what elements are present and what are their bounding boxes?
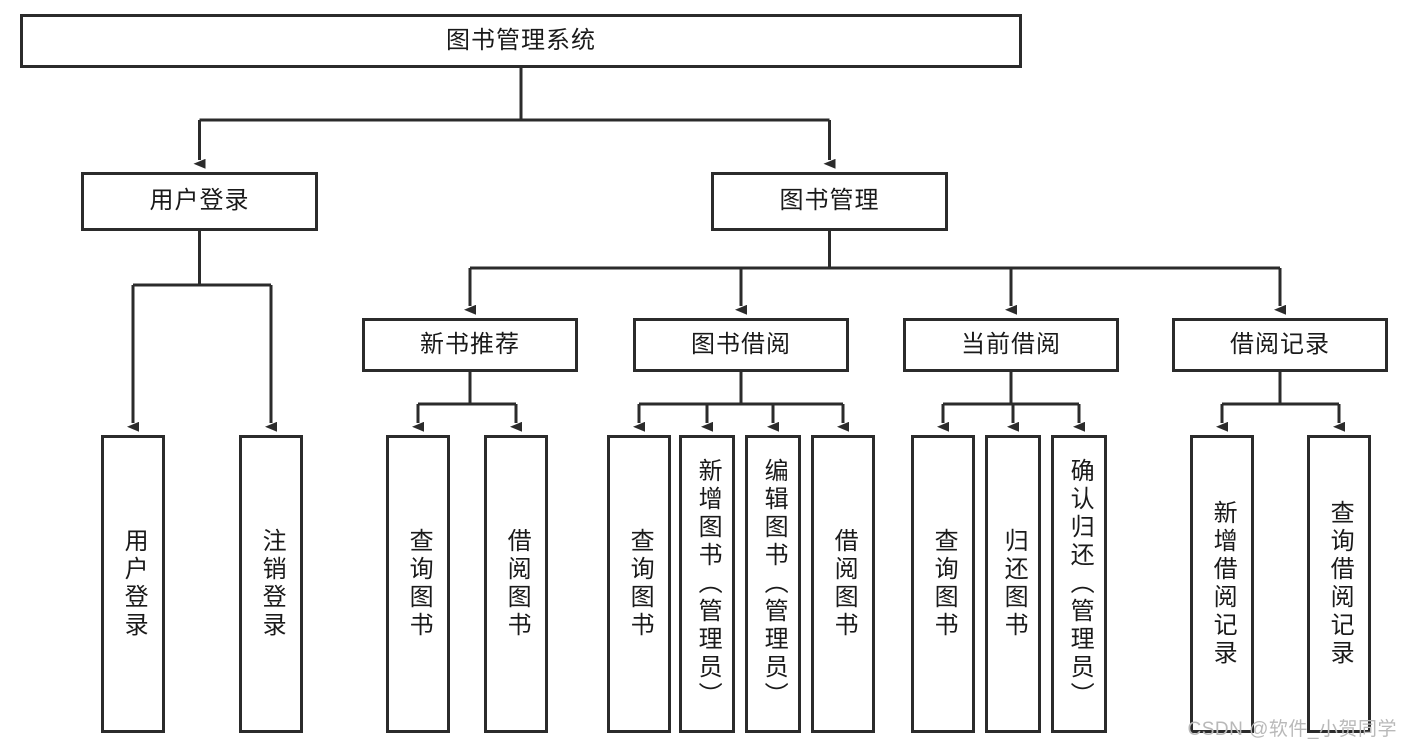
node-leaf-confirm-return-admin-label: 确认归还（管理员） (1066, 458, 1094, 710)
node-book-management-label: 图书管理 (779, 187, 880, 215)
node-leaf-edit-book-admin[interactable]: 编辑图书（管理员） (745, 435, 801, 733)
node-title-system[interactable]: 图书管理系统 (20, 14, 1022, 68)
node-leaf-borrow-book-recommend-label: 借阅图书 (503, 528, 531, 640)
node-leaf-query-book-recommend-label: 查询图书 (405, 528, 433, 640)
node-leaf-query-book-current-label: 查询图书 (930, 528, 958, 640)
node-book-borrow[interactable]: 图书借阅 (633, 318, 849, 372)
node-current-borrow-label: 当前借阅 (961, 330, 1061, 358)
node-leaf-add-book-admin-label: 新增图书（管理员） (694, 458, 722, 710)
node-book-management[interactable]: 图书管理 (711, 172, 948, 231)
node-leaf-return-book[interactable]: 归还图书 (985, 435, 1041, 733)
node-new-book-recommend[interactable]: 新书推荐 (362, 318, 578, 372)
node-user-login[interactable]: 用户登录 (81, 172, 318, 231)
node-leaf-borrow-book-recommend[interactable]: 借阅图书 (484, 435, 548, 733)
node-leaf-add-borrow-record-label: 新增借阅记录 (1209, 500, 1237, 668)
node-leaf-query-book-borrow-label: 查询图书 (626, 528, 654, 640)
node-leaf-edit-book-admin-label: 编辑图书（管理员） (760, 458, 788, 710)
node-current-borrow[interactable]: 当前借阅 (903, 318, 1119, 372)
node-leaf-query-borrow-record-label: 查询借阅记录 (1326, 500, 1354, 668)
watermark-text: CSDN @软件_小贺同学 (1187, 719, 1397, 740)
node-user-login-label: 用户登录 (149, 187, 250, 215)
node-leaf-add-borrow-record[interactable]: 新增借阅记录 (1190, 435, 1254, 733)
node-leaf-query-book-current[interactable]: 查询图书 (911, 435, 975, 733)
node-leaf-borrow-book-label: 借阅图书 (830, 528, 858, 640)
node-leaf-confirm-return-admin[interactable]: 确认归还（管理员） (1051, 435, 1107, 733)
node-leaf-logout-login-label: 注销登录 (258, 528, 286, 640)
node-leaf-query-book-recommend[interactable]: 查询图书 (386, 435, 450, 733)
node-leaf-return-book-label: 归还图书 (1000, 528, 1028, 640)
node-borrow-record[interactable]: 借阅记录 (1172, 318, 1388, 372)
node-leaf-user-login-label: 用户登录 (120, 528, 148, 640)
node-leaf-query-book-borrow[interactable]: 查询图书 (607, 435, 671, 733)
node-borrow-record-label: 借阅记录 (1230, 330, 1330, 358)
node-book-borrow-label: 图书借阅 (691, 330, 791, 358)
node-leaf-query-borrow-record[interactable]: 查询借阅记录 (1307, 435, 1371, 733)
node-leaf-user-login[interactable]: 用户登录 (101, 435, 165, 733)
node-new-book-recommend-label: 新书推荐 (420, 330, 520, 358)
node-leaf-borrow-book[interactable]: 借阅图书 (811, 435, 875, 733)
node-leaf-logout-login[interactable]: 注销登录 (239, 435, 303, 733)
node-title-system-label: 图书管理系统 (446, 26, 596, 54)
node-leaf-add-book-admin[interactable]: 新增图书（管理员） (679, 435, 735, 733)
